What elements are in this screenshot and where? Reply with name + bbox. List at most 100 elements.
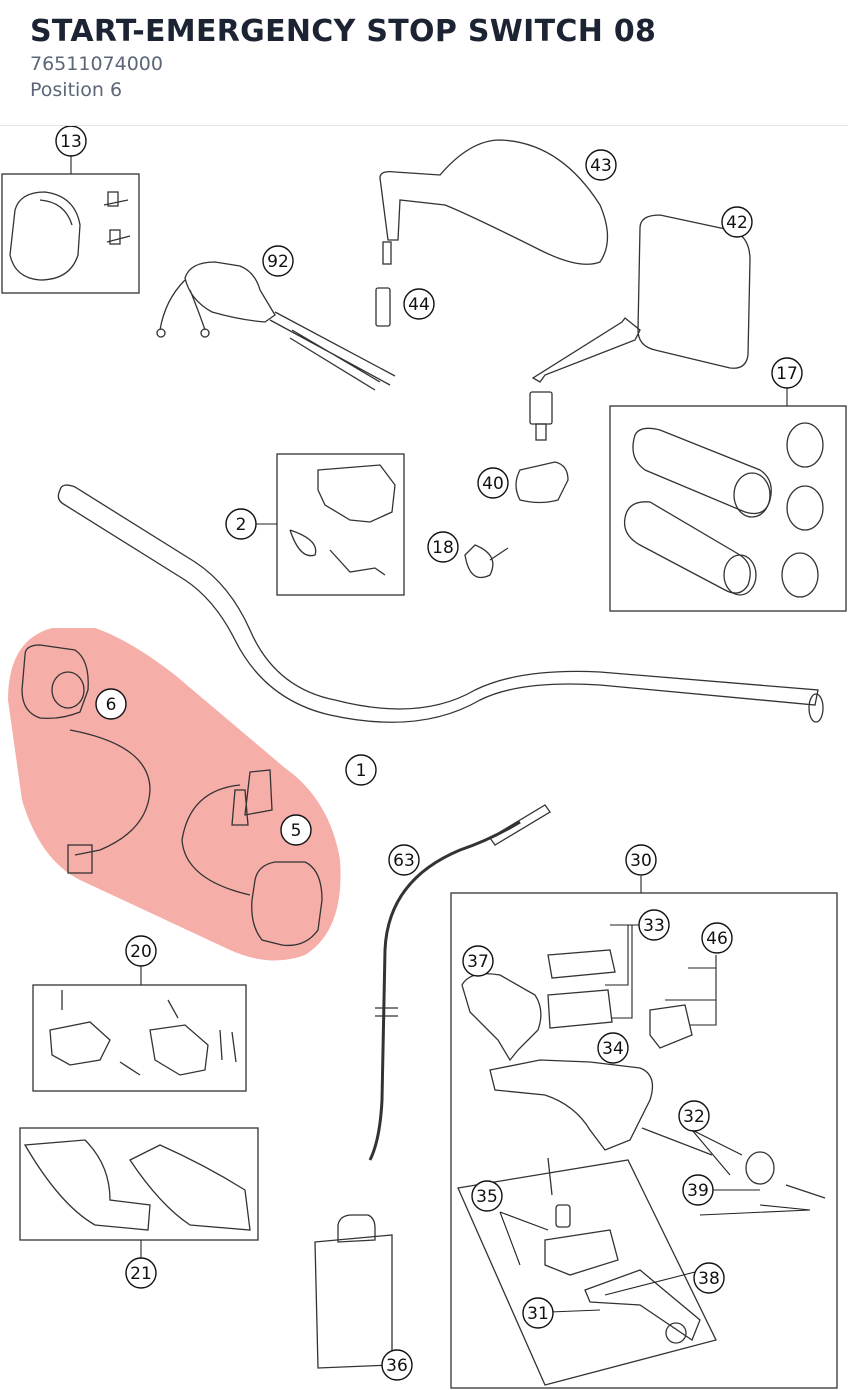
callout-label: 33 (643, 916, 665, 936)
callout-circle (638, 909, 670, 941)
callout-37[interactable]: 37 (462, 945, 494, 977)
box-30 (450, 892, 838, 1389)
callout-32[interactable]: 32 (678, 1100, 710, 1132)
box-2 (276, 453, 405, 596)
callout-40[interactable]: 40 (477, 467, 509, 499)
throttle-92 (156, 261, 396, 391)
callout-circle (771, 357, 803, 389)
callout-circle (462, 945, 494, 977)
master-cylinder-30 (457, 949, 826, 1386)
callout-circle (345, 754, 377, 786)
box-21 (19, 1127, 259, 1241)
part-18 (464, 544, 509, 579)
callout-label: 32 (683, 1107, 705, 1127)
callout-circle (427, 531, 459, 563)
box-17 (609, 405, 847, 612)
callout-44[interactable]: 44 (403, 288, 435, 320)
callout-label: 42 (726, 213, 748, 233)
callout-circle (721, 206, 753, 238)
callout-36[interactable]: 36 (381, 1349, 413, 1381)
callout-circle (701, 922, 733, 954)
callout-20[interactable]: 20 (125, 935, 157, 967)
callout-1[interactable]: 1 (345, 754, 377, 786)
callout-21[interactable]: 21 (125, 1257, 157, 1289)
callout-30[interactable]: 30 (625, 844, 657, 876)
callout-33[interactable]: 33 (638, 909, 670, 941)
callout-13[interactable]: 13 (55, 126, 87, 157)
callout-label: 34 (602, 1039, 624, 1059)
callout-label: 39 (687, 1181, 709, 1201)
callout-label: 18 (432, 538, 454, 558)
callout-label: 44 (408, 295, 430, 315)
callout-42[interactable]: 42 (721, 206, 753, 238)
callout-31[interactable]: 31 (522, 1297, 554, 1329)
box-20 (32, 984, 247, 1092)
callout-circle (477, 467, 509, 499)
callout-label: 30 (630, 851, 652, 871)
callout-17[interactable]: 17 (771, 357, 803, 389)
callout-circle (403, 288, 435, 320)
callout-label: 35 (476, 1187, 498, 1207)
callout-label: 1 (356, 761, 367, 781)
callout-circle (262, 245, 294, 277)
handguards-21 (23, 1139, 251, 1231)
callout-34[interactable]: 34 (597, 1032, 629, 1064)
callout-92[interactable]: 92 (262, 245, 294, 277)
callout-circle (125, 1257, 157, 1289)
callout-43[interactable]: 43 (585, 149, 617, 181)
callout-label: 46 (706, 929, 728, 949)
part-number: 76511074000 (30, 53, 163, 75)
switch-assembly (21, 644, 323, 947)
callout-46[interactable]: 46 (701, 922, 733, 954)
callout-label: 20 (130, 942, 152, 962)
callout-circle (682, 1174, 714, 1206)
callout-label: 43 (590, 156, 612, 176)
page-title: START-EMERGENCY STOP SWITCH 08 (30, 14, 657, 49)
callout-label: 92 (267, 252, 289, 272)
callout-circle (625, 844, 657, 876)
highlight-region (8, 628, 341, 961)
callout-35[interactable]: 35 (471, 1180, 503, 1212)
part-44 (375, 287, 391, 327)
position-label: Position 6 (30, 79, 123, 101)
callout-circle (693, 1262, 725, 1294)
callout-39[interactable]: 39 (682, 1174, 714, 1206)
callout-5[interactable]: 5 (280, 814, 312, 846)
callout-label: 21 (130, 1264, 152, 1284)
handlebar (57, 484, 819, 723)
callout-circle (280, 814, 312, 846)
callout-label: 2 (236, 515, 247, 535)
callout-label: 13 (60, 132, 82, 152)
callout-label: 31 (527, 1304, 549, 1324)
callout-label: 38 (698, 1269, 720, 1289)
callout-label: 37 (467, 952, 489, 972)
callout-label: 36 (386, 1356, 408, 1376)
part-2-clamp (317, 464, 396, 523)
callouts: 13 43 42 92 44 17 40 2 18 6 1 5 63 30 33 46 37 20 34 32 39 21… (55, 126, 803, 1381)
mirror-43 (379, 139, 609, 265)
callout-label: 5 (291, 821, 302, 841)
part-13 (9, 191, 131, 281)
part-20 (49, 1021, 209, 1076)
leader-lines (70, 156, 811, 1313)
callout-18[interactable]: 18 (427, 531, 459, 563)
callout-circle (522, 1297, 554, 1329)
callout-circle (95, 688, 127, 720)
callout-circle (471, 1180, 503, 1212)
callout-circle (125, 935, 157, 967)
callout-label: 17 (776, 364, 798, 384)
callout-circle (388, 844, 420, 876)
callout-2[interactable]: 2 (225, 508, 257, 540)
callout-6[interactable]: 6 (95, 688, 127, 720)
callout-63[interactable]: 63 (388, 844, 420, 876)
callout-circle (381, 1349, 413, 1381)
callout-circle (55, 126, 87, 157)
cable-63 (368, 820, 521, 1161)
callout-38[interactable]: 38 (693, 1262, 725, 1294)
callout-circle (678, 1100, 710, 1132)
callout-label: 6 (106, 695, 117, 715)
callout-label: 40 (482, 474, 504, 494)
callout-label: 63 (393, 851, 415, 871)
callout-circle (585, 149, 617, 181)
header: START-EMERGENCY STOP SWITCH 08 765110740… (0, 0, 848, 126)
